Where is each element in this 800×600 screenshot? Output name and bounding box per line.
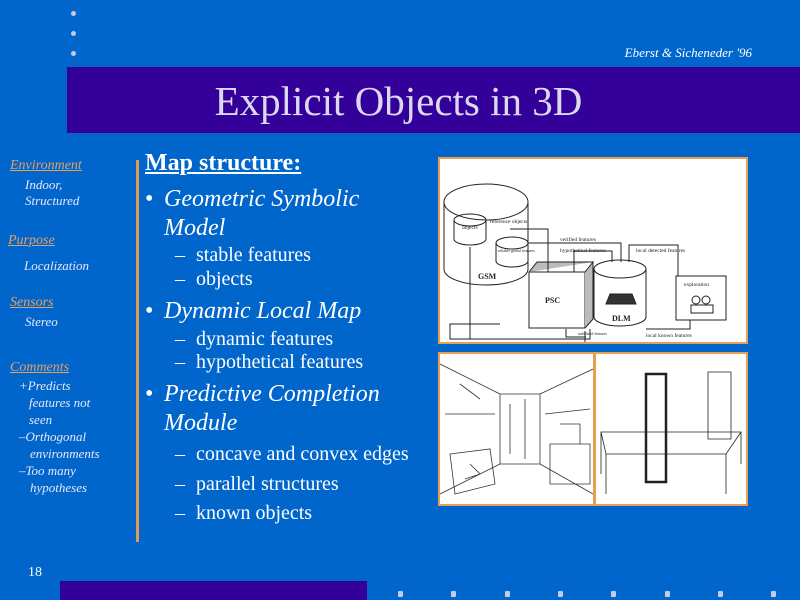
sub-item: –stable features bbox=[175, 244, 311, 267]
sidebar-text: Structured bbox=[25, 193, 80, 208]
bullet-icon: • bbox=[145, 381, 154, 407]
dash-icon: – bbox=[175, 328, 185, 350]
decor-dot bbox=[505, 591, 510, 597]
dash-icon: – bbox=[175, 502, 185, 524]
diagram-label: local known features bbox=[646, 332, 692, 339]
diagram-label: hypothetical features bbox=[560, 247, 606, 254]
dash-icon: – bbox=[175, 473, 185, 495]
decor-dot bbox=[665, 591, 670, 597]
bullet-item: • Dynamic Local Map bbox=[145, 298, 361, 325]
bullet-text: Geometric Symbolic bbox=[164, 186, 360, 212]
sub-item-text: hypothetical features bbox=[196, 351, 364, 373]
sidebar-text: Indoor, bbox=[25, 177, 63, 192]
diagram-label: objects bbox=[462, 225, 478, 231]
bullet-item: • Geometric Symbolic bbox=[145, 186, 359, 213]
bullet-icon: • bbox=[145, 298, 154, 324]
sidebar-text: features not bbox=[29, 395, 91, 410]
sidebar-text: hypotheses bbox=[30, 480, 88, 495]
bullet-text-cont: Model bbox=[164, 215, 226, 241]
bullet-text-cont: Module bbox=[164, 410, 238, 436]
dash-icon: – bbox=[175, 244, 185, 266]
diagram-label: reference objects bbox=[490, 218, 527, 225]
decor-dot bbox=[611, 591, 616, 597]
sidebar-text: Localization bbox=[24, 258, 90, 273]
decor-dot bbox=[718, 591, 723, 597]
title-bar: Explicit Objects in 3D bbox=[67, 67, 800, 133]
sidebar-heading-purpose: Purpose bbox=[8, 233, 55, 248]
diagram-label: GSM bbox=[478, 272, 497, 281]
diagram-label: verified features bbox=[560, 236, 596, 243]
sidebar-heading-environment: Environment bbox=[10, 158, 82, 173]
slide-title: Explicit Objects in 3D bbox=[214, 78, 583, 124]
dash-icon: – bbox=[175, 268, 185, 290]
sidebar-heading-comments: Comments bbox=[10, 360, 70, 375]
diagram-label: reliable global features bbox=[498, 248, 535, 253]
sub-item: –known objects bbox=[175, 502, 312, 525]
sub-item-text: stable features bbox=[196, 244, 311, 266]
sub-item: –dynamic features bbox=[175, 328, 333, 351]
architecture-diagram: objects reference objects verified featu… bbox=[438, 157, 748, 344]
decor-dot bbox=[398, 591, 403, 597]
bullet-text: Dynamic Local Map bbox=[164, 298, 362, 324]
section-heading: Map structure: bbox=[145, 150, 302, 176]
page-number: 18 bbox=[28, 565, 42, 580]
sub-item-text: dynamic features bbox=[196, 328, 334, 350]
sub-item-text: parallel structures bbox=[196, 473, 339, 495]
sidebar-text: seen bbox=[29, 412, 53, 427]
diagram-label: local detected features bbox=[636, 247, 685, 254]
sidebar-text: +Predicts bbox=[19, 378, 71, 393]
decor-dot bbox=[71, 51, 76, 56]
sub-item: –objects bbox=[175, 268, 253, 291]
sidebar-text: –Too many bbox=[19, 463, 76, 478]
decor-dot bbox=[71, 31, 76, 36]
dash-icon: – bbox=[175, 443, 185, 465]
sub-item-text: concave and convex edges bbox=[196, 443, 409, 465]
sidebar-text: environments bbox=[30, 446, 100, 461]
sub-item-text: objects bbox=[196, 268, 253, 290]
diagram-label: PSC bbox=[545, 296, 560, 305]
credit-text: Eberst & Sicheneder '96 bbox=[624, 45, 752, 60]
decor-dot bbox=[771, 591, 776, 597]
decor-dot bbox=[71, 11, 76, 16]
bullet-item: • Predictive Completion bbox=[145, 381, 380, 408]
diagram-label: stabilized features bbox=[578, 331, 607, 336]
sub-item-text: known objects bbox=[196, 502, 313, 524]
diagram-label: exploration bbox=[684, 282, 709, 288]
wireframe-model-image bbox=[594, 352, 748, 506]
dash-icon: – bbox=[175, 351, 185, 373]
sidebar-text: Stereo bbox=[25, 314, 58, 329]
office-sketch-image bbox=[438, 352, 595, 506]
bullet-text: Predictive Completion bbox=[164, 381, 380, 407]
sidebar-text: –Orthogonal bbox=[19, 429, 87, 444]
decor-dot bbox=[558, 591, 563, 597]
bullet-icon: • bbox=[145, 186, 154, 212]
sub-item: –hypothetical features bbox=[175, 351, 363, 374]
sidebar-heading-sensors: Sensors bbox=[10, 295, 54, 310]
divider-line bbox=[136, 160, 139, 542]
sub-item: –concave and convex edges bbox=[175, 443, 409, 466]
decor-dot bbox=[451, 591, 456, 597]
diagram-label: DLM bbox=[612, 314, 631, 323]
bottom-bar bbox=[60, 581, 367, 600]
sub-item: –parallel structures bbox=[175, 473, 339, 496]
